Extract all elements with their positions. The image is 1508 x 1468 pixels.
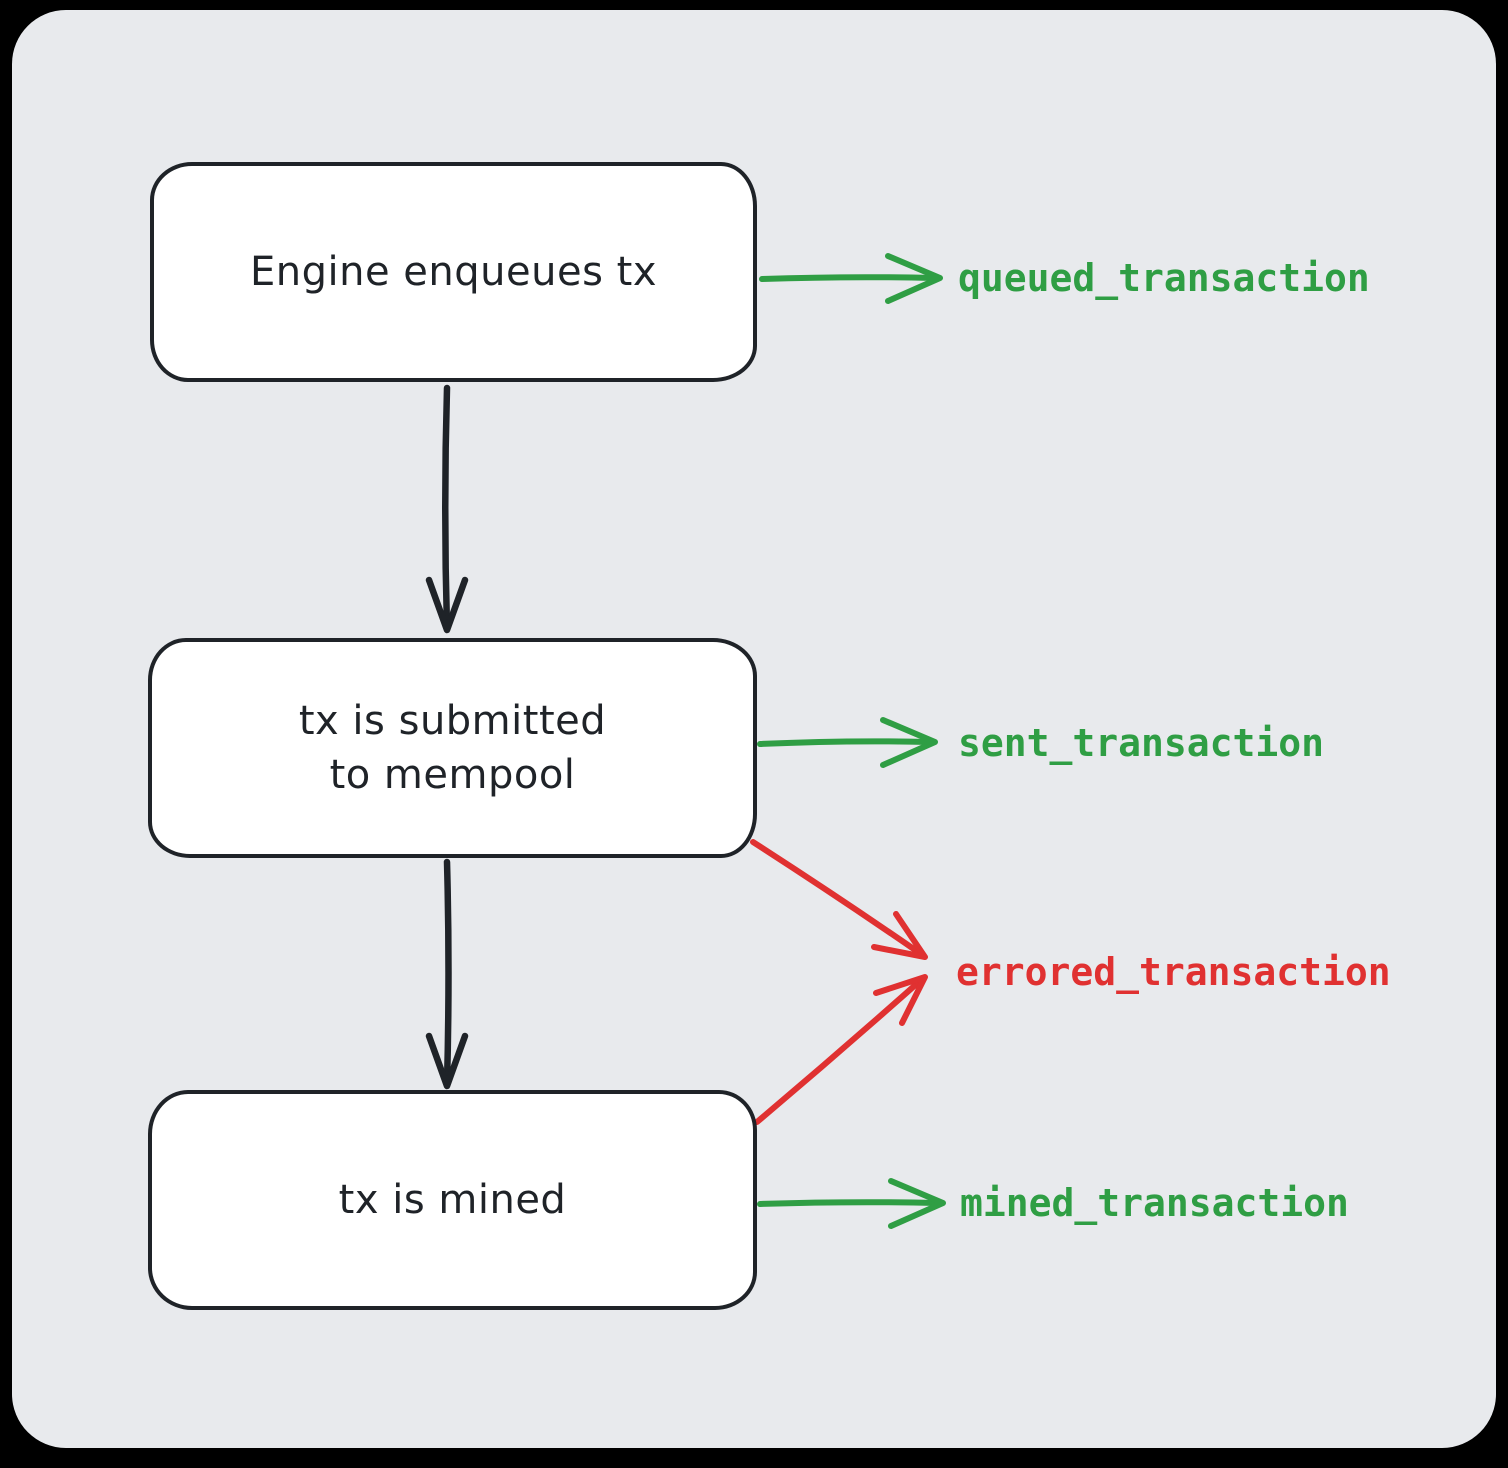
event-arrow-sent-head — [880, 717, 938, 768]
node-tx-submitted-line-2: to mempool — [329, 752, 576, 798]
event-arrow-sent-shaft — [757, 738, 932, 747]
arrow-mempool-to-mined-shaft — [443, 858, 452, 1088]
event-arrow-errored-from-mined-shaft — [754, 977, 924, 1125]
arrow-mempool-to-mined-head — [425, 1032, 469, 1090]
node-tx-submitted-line-1: tx is submitted — [298, 698, 607, 744]
event-label-queued-transaction: queued_transaction — [958, 256, 1370, 300]
arrow-engine-to-mempool-shaft — [442, 384, 451, 632]
event-arrow-errored-from-mempool-shaft — [750, 839, 924, 957]
node-tx-is-mined-label: tx is mined — [338, 1177, 567, 1223]
event-arrow-queued-shaft — [759, 274, 937, 282]
event-label-errored-transaction: errored_transaction — [956, 950, 1391, 994]
event-arrow-mined-head — [888, 1178, 946, 1229]
event-arrow-mined-shaft — [757, 1199, 940, 1207]
node-engine-enqueues-tx-label: Engine enqueues tx — [250, 249, 657, 295]
event-arrow-errored-from-mined — [754, 974, 928, 1125]
node-tx-is-mined: tx is mined — [148, 1090, 757, 1310]
event-arrow-sent — [757, 717, 938, 768]
node-engine-enqueues-tx: Engine enqueues tx — [150, 162, 757, 382]
event-arrow-mined — [757, 1178, 946, 1229]
event-arrow-queued — [759, 253, 943, 304]
event-arrow-errored-from-mined-head — [873, 974, 928, 1026]
node-tx-submitted-to-mempool: tx is submitted to mempool — [148, 638, 757, 858]
event-label-sent-transaction: sent_transaction — [958, 721, 1325, 765]
event-arrow-errored-from-mempool-head — [871, 911, 928, 960]
event-arrow-queued-head — [885, 253, 943, 304]
event-label-mined-transaction: mined_transaction — [960, 1181, 1349, 1225]
arrow-engine-to-mempool — [425, 384, 469, 634]
arrow-engine-to-mempool-head — [425, 576, 469, 634]
event-arrow-errored-from-mempool — [750, 839, 928, 960]
arrow-mempool-to-mined — [425, 858, 469, 1090]
